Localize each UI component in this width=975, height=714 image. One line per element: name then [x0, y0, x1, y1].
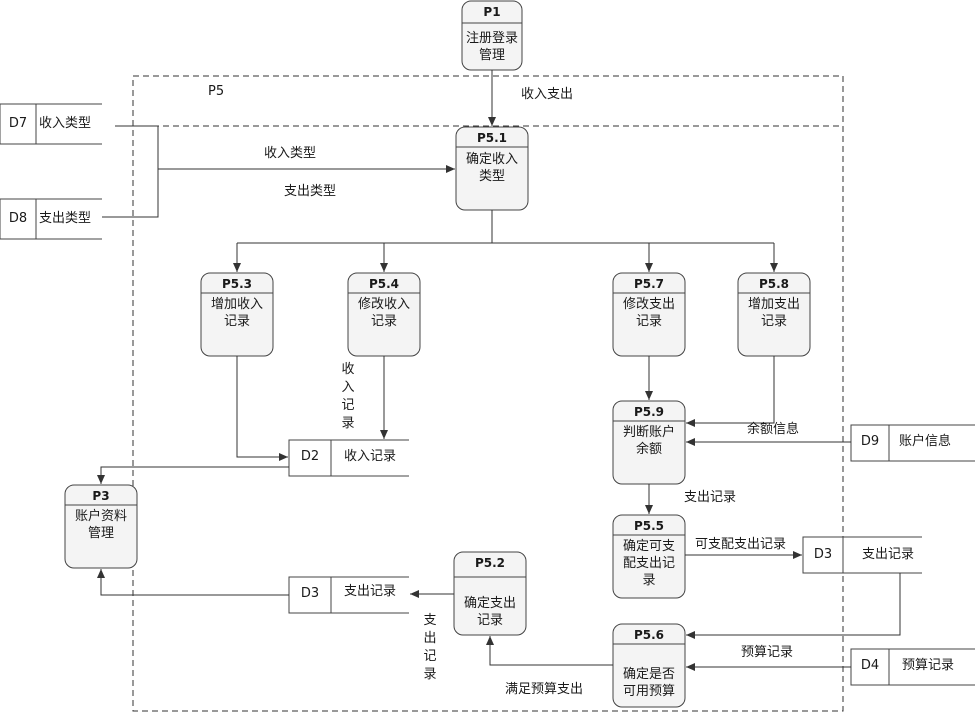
flow-d3-to-p56 [686, 573, 901, 639]
store-d7-shape[interactable] [0, 103, 102, 145]
flow-label-expense-type: 支出类型 [284, 184, 337, 199]
boundary-label: P5 [208, 84, 225, 99]
flow-p58-to-p59 [686, 356, 775, 427]
flow-d7-d8-merge [102, 125, 159, 218]
store-d8-id: D8 [8, 211, 28, 226]
store-d3b-id: D3 [300, 586, 320, 601]
store-d9-shape[interactable] [850, 424, 975, 462]
store-d2-shape[interactable] [288, 439, 409, 477]
flow-p53-to-d2 [236, 356, 288, 461]
process-p53-id: P5.3 [221, 277, 253, 291]
store-d3a-shape[interactable] [802, 536, 922, 574]
store-d8-shape[interactable] [0, 198, 102, 240]
process-p51-id: P5.1 [476, 131, 508, 145]
flow-label-expense-record-vertical: 支出记录 [423, 613, 437, 682]
process-p56-id: P5.6 [633, 628, 665, 642]
flow-label-expense-record: 支出记录 [684, 490, 737, 505]
process-p59-name: 判断账户余额 [622, 425, 675, 457]
store-d9-id: D9 [860, 434, 880, 449]
process-p53-name: 增加收入记录 [210, 297, 263, 329]
store-d7-name: 收入类型 [39, 116, 92, 131]
flow-label-budget-record: 预算记录 [741, 645, 794, 660]
process-p3-id: P3 [92, 489, 110, 503]
store-d7-id: D7 [8, 116, 28, 131]
store-d2-id: D2 [300, 449, 320, 464]
store-d2-name: 收入记录 [344, 449, 397, 464]
store-d8-name: 支出类型 [39, 211, 92, 226]
store-d3b-name: 支出记录 [344, 584, 397, 599]
process-p55-box[interactable] [612, 514, 686, 599]
flow-label-income-type: 收入类型 [264, 146, 317, 161]
flow-label-top: 收入支出 [521, 87, 574, 102]
process-p52-id: P5.2 [474, 556, 506, 570]
process-p55-name: 确定可支配支出记录 [622, 539, 675, 588]
process-p52-name: 确定支出记录 [463, 596, 516, 628]
process-p1-id: P1 [483, 5, 501, 19]
store-d3a-name: 支出记录 [862, 547, 915, 562]
p5-boundary [132, 75, 844, 712]
process-p58-name: 增加支出记录 [747, 297, 800, 329]
process-p1-name: 注册登录管理 [466, 31, 519, 63]
process-p58-id: P5.8 [758, 277, 790, 291]
process-p57-name: 修改支出记录 [622, 297, 675, 329]
flow-label-balance-info: 余额信息 [747, 422, 800, 437]
store-d9-name: 账户信息 [899, 434, 952, 449]
flow-d2-to-p3 [97, 466, 289, 484]
process-p3-box[interactable] [64, 484, 138, 569]
process-p57-id: P5.7 [633, 277, 665, 291]
flow-label-meets-budget: 满足预算支出 [505, 682, 584, 697]
process-p55-id: P5.5 [633, 519, 665, 533]
store-d3a-id: D3 [813, 547, 833, 562]
process-p54-name: 修改收入记录 [357, 297, 410, 329]
process-p59-id: P5.9 [633, 405, 665, 419]
flow-d3-to-p3 [97, 569, 289, 596]
process-p54-id: P5.4 [368, 277, 400, 291]
process-p3-name: 账户资料管理 [74, 509, 127, 541]
flow-p56-to-p52 [486, 636, 613, 666]
process-p56-name: 确定是否可用预算 [622, 667, 675, 699]
store-d4-id: D4 [860, 658, 880, 673]
flow-label-disposable-expense: 可支配支出记录 [695, 537, 787, 552]
store-d4-name: 预算记录 [902, 658, 955, 673]
flow-label-income-record: 收入记录 [341, 362, 355, 431]
process-p51-name: 确定收入类型 [465, 152, 518, 184]
